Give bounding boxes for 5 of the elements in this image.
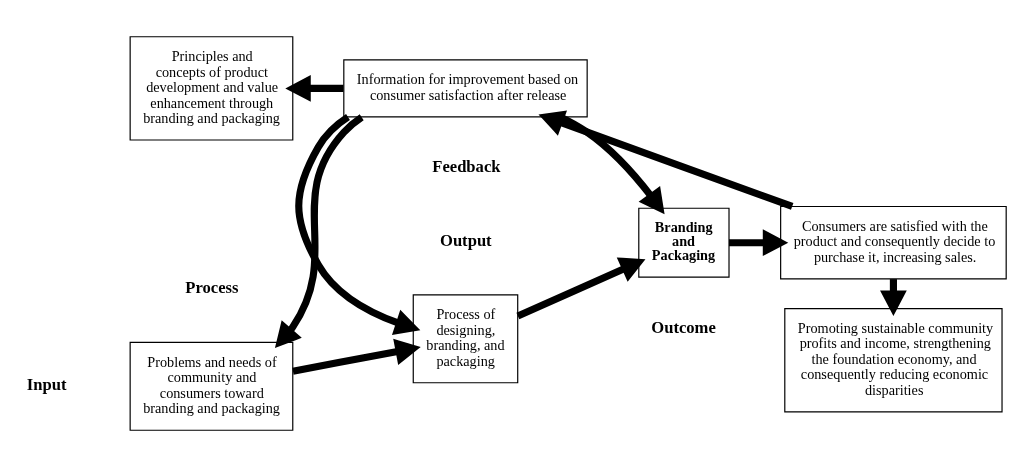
label: Output: [439, 230, 492, 250]
label: Feedback: [432, 156, 501, 176]
label: Outcome: [651, 317, 716, 337]
label: Input: [26, 374, 67, 394]
label: Process: [185, 277, 239, 297]
